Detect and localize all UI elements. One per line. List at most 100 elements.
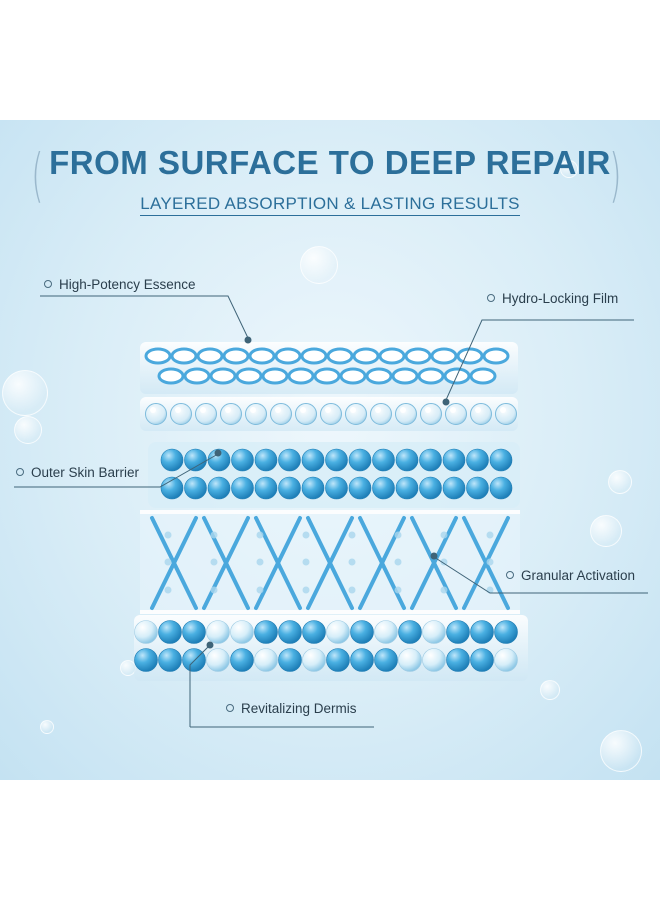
essence-capsule (248, 347, 276, 365)
hydro-film-bead (495, 403, 517, 425)
callout-marker-icon (44, 280, 52, 288)
bead-highlight (200, 407, 206, 413)
barrier-bead (184, 448, 207, 472)
lattice-strut (150, 516, 198, 610)
essence-capsule (430, 347, 458, 365)
dermis-bead-pale (422, 648, 446, 672)
barrier-bead (325, 476, 348, 500)
dermis-bead-pale (326, 620, 350, 644)
callout-dot-granular (430, 552, 438, 560)
lattice-granule (394, 586, 402, 594)
essence-capsules (144, 347, 510, 385)
essence-capsule (287, 367, 315, 385)
barrier-bead (254, 476, 278, 500)
dermis-bead-pale (134, 620, 158, 644)
bubble-decoration (2, 370, 48, 416)
callout-line-hydro (445, 319, 634, 401)
bubble-decoration (300, 246, 338, 284)
essence-capsule (326, 347, 354, 365)
bead-highlight (300, 407, 306, 413)
lattice-granule (302, 558, 310, 566)
callout-line-essence (40, 295, 249, 339)
lattice-granule (164, 558, 172, 566)
right-parenthesis-ornament: ) (609, 141, 622, 209)
bubble-decoration (540, 680, 560, 700)
lattice-granule (486, 558, 494, 566)
hydro-film-beads (145, 403, 517, 425)
bead-highlight (350, 407, 356, 413)
essence-capsule (404, 347, 432, 365)
dermis-bead-pale (206, 620, 230, 644)
barrier-bead (419, 448, 442, 472)
barrier-bead (419, 476, 442, 500)
lattice-strut (462, 516, 510, 610)
essence-capsule (417, 367, 445, 385)
callout-label: High-Potency Essence (59, 277, 196, 292)
barrier-bead (301, 476, 325, 500)
lattice-granule (210, 531, 218, 539)
lattice-strut (202, 516, 250, 610)
barrier-bead (160, 476, 184, 500)
essence-layer (140, 342, 518, 394)
barrier-bead (372, 476, 395, 500)
barrier-bead (348, 476, 372, 500)
lattice-granule (394, 558, 402, 566)
dermis-bead-pale (398, 648, 422, 672)
barrier-bead (395, 448, 419, 472)
dermis-bead-blue (182, 648, 206, 672)
hydro-film-bead (295, 403, 317, 425)
left-parenthesis-ornament: ( (31, 141, 44, 209)
bead-highlight (150, 407, 156, 413)
lattice-granule (302, 531, 310, 539)
callout-dot-barrier (214, 449, 222, 457)
bead-highlight (500, 407, 506, 413)
barrier-bead (254, 448, 278, 472)
dermis-bead-pale (422, 620, 446, 644)
hydro-film-layer (140, 397, 518, 431)
callout-line-dermis-vertical (189, 644, 211, 727)
hydro-film-bead (245, 403, 267, 425)
lattice-strut (254, 516, 302, 610)
dermis-bead-pale (230, 620, 254, 644)
lattice-granule (256, 558, 264, 566)
barrier-bead (278, 476, 301, 500)
barrier-bead (325, 448, 348, 472)
dermis-bead-pale (254, 648, 278, 672)
callout-hydro-locking-film: Hydro-Locking Film (487, 291, 618, 306)
barrier-bead (372, 448, 395, 472)
bead-highlight (450, 407, 456, 413)
callout-marker-icon (226, 704, 234, 712)
bead-highlight (275, 407, 281, 413)
barrier-bead (301, 448, 325, 472)
bead-highlight (475, 407, 481, 413)
lattice-granule (302, 586, 310, 594)
dermis-bead-pale (302, 648, 326, 672)
callout-dot-essence (244, 336, 252, 344)
lattice-granule (440, 558, 448, 566)
lattice-granule (440, 586, 448, 594)
hydro-film-bead (145, 403, 167, 425)
essence-capsule (183, 367, 211, 385)
hydro-film-bead (420, 403, 442, 425)
lattice-strut (306, 516, 354, 610)
barrier-bead (442, 476, 466, 500)
dermis-bead-blue (302, 620, 326, 644)
lattice-granule (164, 586, 172, 594)
dermis-bead-blue (158, 648, 182, 672)
barrier-bead (207, 476, 231, 500)
hydro-film-bead (220, 403, 242, 425)
essence-capsule (144, 347, 172, 365)
bead-highlight (175, 407, 181, 413)
essence-capsule (378, 347, 406, 365)
lattice-granule (210, 558, 218, 566)
callout-line-granular (433, 556, 648, 594)
callout-revitalizing-dermis: Revitalizing Dermis (226, 701, 357, 716)
hydro-film-bead (345, 403, 367, 425)
barrier-bead (278, 448, 301, 472)
granular-layer (140, 510, 520, 614)
bead-highlight (325, 407, 331, 413)
dermis-bead-blue (374, 648, 398, 672)
bead-highlight (375, 407, 381, 413)
essence-capsule (391, 367, 419, 385)
essence-capsule (313, 367, 341, 385)
